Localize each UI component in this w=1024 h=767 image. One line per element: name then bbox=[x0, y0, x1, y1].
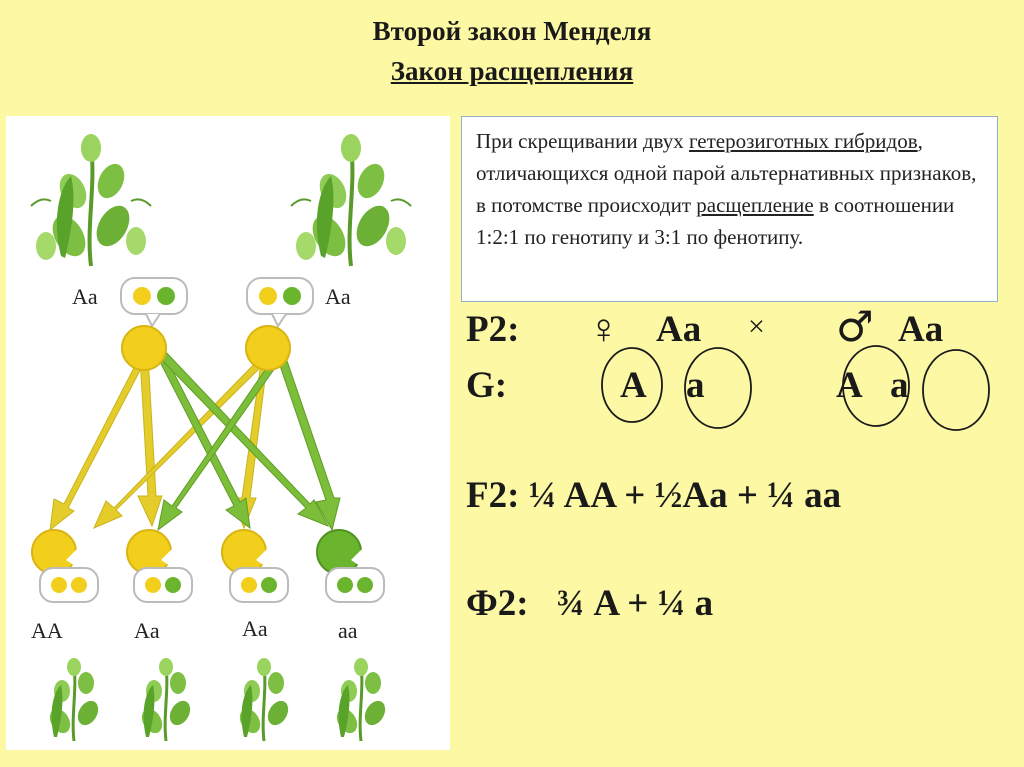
offspring-genotype-4: aa bbox=[338, 618, 358, 643]
definition-text-3: в соотношении 1:2:1 по генотипу и 3:1 по… bbox=[476, 193, 955, 249]
offspring-genotype-2: Aa bbox=[134, 618, 160, 643]
f2-genotype-ratio: F2: ¼ AA + ½Aa + ¼ aa bbox=[466, 475, 842, 516]
p2-label: P2: bbox=[466, 309, 520, 350]
f2-phenotype-ratio: Ф2: ¾ A + ¼ a bbox=[466, 583, 714, 624]
definition-term-segregation: расщепление bbox=[696, 193, 814, 217]
parent-right-gametes bbox=[246, 277, 314, 328]
slide-title: Второй закон Менделя bbox=[372, 16, 652, 46]
female-genotype: Aa bbox=[656, 309, 702, 350]
offspring-gametes bbox=[39, 567, 385, 603]
parent-left-genotype: Aa bbox=[72, 284, 98, 309]
offspring-genotype-1: AA bbox=[31, 618, 63, 643]
parent-left-gametes bbox=[120, 277, 188, 328]
gamete-male-1: A bbox=[836, 365, 863, 406]
offspring-genotype-3: Aa bbox=[242, 616, 268, 641]
gamete-male-2: a bbox=[890, 365, 909, 406]
parent-pea-right bbox=[245, 325, 291, 371]
definition-text-1: При скрещивании двух bbox=[476, 129, 689, 153]
female-symbol: ♀ bbox=[588, 307, 620, 353]
parent-right-genotype: Aa bbox=[325, 284, 351, 309]
green-arrows bbox=[155, 347, 341, 532]
gamete-female-1: A bbox=[620, 365, 647, 406]
gamete-female-2: a bbox=[686, 365, 705, 406]
offspring-peas bbox=[31, 529, 363, 575]
male-symbol: ♂ bbox=[836, 302, 874, 351]
definition-box: При скрещивании двух гетерозиготных гибр… bbox=[461, 116, 998, 302]
parent-pea-left bbox=[121, 325, 167, 371]
male-genotype: Aa bbox=[898, 309, 944, 350]
pea-cross-illustration: Aa Aa AA Aa Aa aa bbox=[6, 116, 450, 750]
cross-symbol: × bbox=[748, 310, 765, 343]
slide-subtitle: Закон расщепления bbox=[390, 56, 634, 86]
definition-term-heterozygous: гетерозиготных гибридов bbox=[688, 129, 918, 153]
definition-text-2: , отличающихся одной парой альтернативны… bbox=[476, 129, 977, 217]
g-label: G: bbox=[466, 365, 508, 406]
